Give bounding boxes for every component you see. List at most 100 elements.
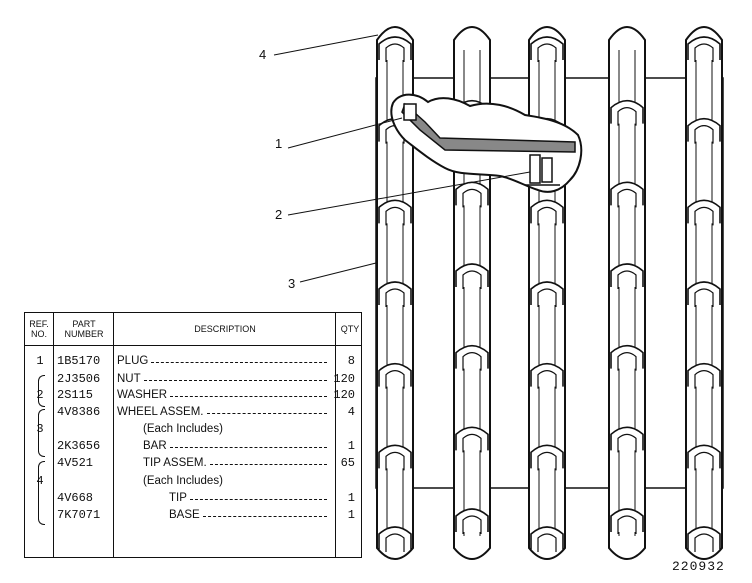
tip-base [537, 370, 557, 389]
tip [455, 263, 489, 287]
part-number: 4V668 [57, 491, 94, 505]
callout-1: 1 [275, 136, 282, 151]
tip-base [694, 43, 714, 62]
tip-base [385, 370, 405, 389]
wheel-bar [608, 26, 646, 560]
tip [687, 526, 721, 550]
part-number: 1B5170 [57, 354, 101, 368]
tip [610, 99, 644, 124]
tip [530, 281, 564, 305]
group-brace [38, 409, 45, 457]
tip [378, 281, 412, 305]
tip [610, 508, 644, 532]
quantity: 8 [347, 354, 355, 368]
part-number: 2K3656 [57, 439, 101, 453]
quantity: 4 [347, 405, 355, 419]
column-divider [113, 313, 114, 557]
callout-4: 4 [259, 47, 266, 62]
ref-number: 4 [36, 474, 44, 488]
part-description: (Each Includes) [143, 423, 223, 435]
tip [687, 117, 721, 142]
tip-base [617, 515, 637, 534]
tip [530, 362, 564, 387]
figure-number: 220932 [672, 559, 725, 574]
tip-base [537, 206, 557, 226]
tip [530, 526, 564, 550]
tip-base [385, 43, 405, 62]
tip-base [617, 352, 637, 371]
part-number: 2J3506 [57, 372, 101, 386]
header-part-number: PART NUMBER [64, 319, 104, 339]
tip [687, 444, 721, 469]
tip-base [462, 433, 482, 453]
tip [455, 344, 489, 369]
callout-2: 2 [275, 207, 282, 222]
tip [610, 344, 644, 369]
tip [455, 508, 489, 532]
table-row: 1 1B5170 PLUG 8 [25, 353, 361, 370]
part-description: WASHER [117, 389, 168, 401]
tip-base [385, 451, 405, 471]
tip-base [694, 533, 714, 552]
dot-leader [144, 380, 327, 381]
callout-3: 3 [288, 276, 295, 291]
tip [378, 36, 412, 60]
ref-number: 1 [36, 354, 44, 368]
tip [455, 426, 489, 451]
tip-base [537, 288, 557, 307]
tip [687, 281, 721, 305]
part-description: PLUG [117, 355, 149, 367]
tip [530, 36, 564, 60]
tip [687, 199, 721, 224]
header-ref-no: REF. NO. [29, 319, 49, 339]
tip-base [617, 270, 637, 289]
tip-base [385, 206, 405, 226]
tip-base [694, 206, 714, 226]
column-divider [335, 313, 336, 557]
tip-base [537, 533, 557, 552]
header-description: DESCRIPTION [194, 324, 256, 334]
tip-base [537, 43, 557, 62]
group-brace [38, 461, 45, 525]
part-description: NUT [117, 373, 141, 385]
tip-base [385, 533, 405, 552]
ref-number: 2 [36, 388, 44, 402]
dot-leader [190, 499, 327, 500]
tip [610, 263, 644, 287]
quantity: 120 [333, 372, 355, 386]
table-row: 2J3506 NUT 120 [25, 371, 361, 388]
tip [530, 199, 564, 224]
tip-base [537, 451, 557, 471]
tip [530, 444, 564, 469]
tip-base [462, 270, 482, 289]
dot-leader [210, 464, 327, 465]
tip-base [462, 188, 482, 208]
dot-leader [170, 447, 327, 448]
tip-base [462, 515, 482, 534]
cutaway-detail [390, 93, 583, 193]
table-row: 3(Each Includes) [25, 421, 361, 438]
tip-base [694, 370, 714, 389]
quantity: 1 [347, 508, 355, 522]
part-description: TIP [169, 492, 187, 504]
tip [687, 362, 721, 387]
group-brace [38, 375, 45, 407]
tip [378, 526, 412, 550]
wheel-assemblies [375, 26, 724, 560]
quantity: 120 [333, 388, 355, 402]
quantity: 1 [347, 491, 355, 505]
dot-leader [170, 396, 327, 397]
tip-base [694, 451, 714, 471]
part-description: BAR [143, 440, 167, 452]
table-row: 4V668 TIP 1 [25, 490, 361, 507]
tip-base [694, 125, 714, 144]
tip [610, 426, 644, 451]
tip [687, 36, 721, 60]
part-number: 4V8386 [57, 405, 101, 419]
table-row: 4(Each Includes) [25, 473, 361, 490]
